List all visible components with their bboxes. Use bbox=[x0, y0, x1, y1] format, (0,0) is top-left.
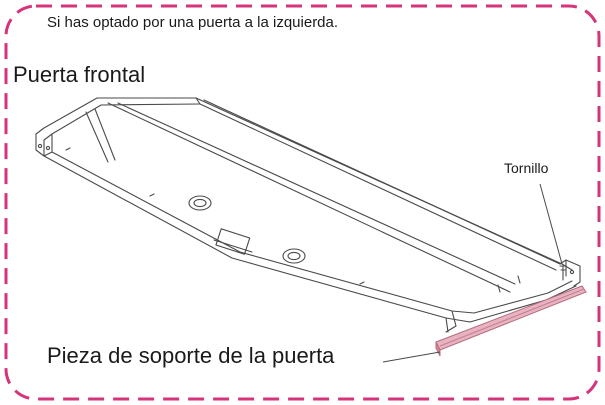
round-hole-1 bbox=[188, 195, 212, 211]
back-rail bbox=[35, 97, 197, 135]
right-side-rail bbox=[195, 97, 573, 271]
left-crossbar bbox=[85, 111, 109, 163]
door-support-label: Pieza de soporte de la puerta bbox=[47, 343, 335, 369]
latch-block bbox=[215, 228, 251, 255]
inner-rail-1 bbox=[107, 102, 511, 293]
screw-part bbox=[559, 265, 567, 281]
door-support-piece bbox=[435, 285, 587, 357]
left-side-rail bbox=[43, 155, 471, 323]
right-end-bracket bbox=[559, 259, 581, 287]
screw-leader-line bbox=[539, 183, 563, 265]
round-hole-2 bbox=[282, 248, 306, 264]
front-door-label: Puerta frontal bbox=[13, 62, 148, 88]
screw-label: Tornillo bbox=[504, 160, 549, 177]
inner-rail-2 bbox=[199, 103, 557, 271]
support-leader-line bbox=[382, 351, 441, 363]
instruction-text: Si has optado por una puerta a la izquie… bbox=[47, 14, 339, 32]
